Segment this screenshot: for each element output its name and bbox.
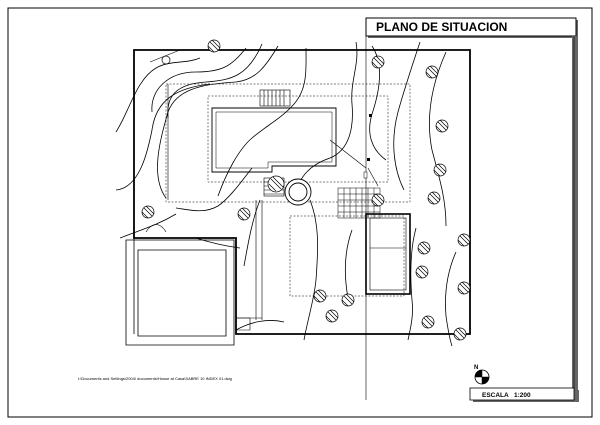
tree-icon [141,205,155,219]
tree-icon [417,241,431,255]
tree-icon [371,193,385,207]
access-gate [145,224,251,331]
file-note: I:\Documents and Settings\2004\ document… [78,376,232,381]
tree-icon [427,191,441,205]
swimming-pool [365,213,411,295]
tree-icon [237,207,251,221]
tree-icon [457,281,471,295]
scale-label: ESCALA [482,392,509,399]
tree-icon [433,163,447,177]
neighbour-building [125,239,235,346]
north-arrow-icon: N [474,365,490,385]
tree-icon [341,293,355,307]
north-label: N [474,365,478,371]
contour-lines [115,41,457,347]
scale-value: 1:200 [514,392,531,399]
tree-icon [325,309,339,323]
site-markers [363,114,372,179]
tree-icon [421,315,435,329]
tree-icon [371,55,385,69]
property-boundary [133,49,471,335]
title-block: PLANO DE SITUACION [365,17,578,400]
tree-icon [457,233,471,247]
scale-box: ESCALA 1:200 [469,387,579,402]
tree-icon [425,65,439,79]
tree-icon [161,55,171,65]
large-tree-icon [284,178,312,206]
setback-lines [165,83,411,297]
trees [141,39,471,341]
tree-icon [435,119,449,133]
tree-icon [313,289,327,303]
tree-icon [415,265,429,279]
sheet-title: PLANO DE SITUACION [376,20,507,34]
tree-icon [207,39,221,53]
main-building [211,107,337,173]
tree-icon [267,175,285,193]
tree-icon [453,327,467,341]
sheet-border [7,7,593,418]
